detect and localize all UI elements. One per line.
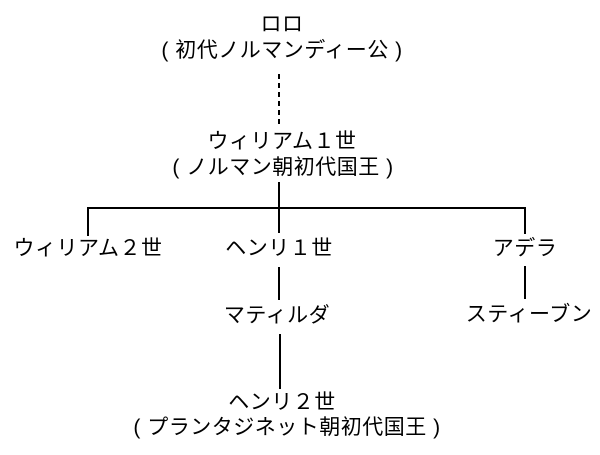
edge-william1-adela-line — [524, 207, 526, 234]
edge-rollo-william1-dashed-line — [278, 74, 280, 128]
edge-henry1-matilda-line — [278, 267, 280, 300]
node-adela-name: アデラ — [492, 237, 558, 260]
edge-matilda-henry2-line — [279, 334, 281, 389]
node-henry2-subtitle: ( プランタジネット朝初代国王 ) — [133, 416, 441, 439]
node-william1-subtitle: ( ノルマン朝初代国王 ) — [172, 156, 394, 179]
node-rollo-name: ロロ — [260, 13, 304, 36]
edge-william1-william2-line — [87, 207, 89, 236]
node-matilda-name: マティルダ — [223, 304, 331, 327]
node-stephen-name: スティーブン — [465, 303, 593, 326]
node-henry2-name: ヘンリ２世 — [228, 391, 336, 414]
node-william1-name: ウィリアム１世 — [207, 130, 357, 153]
node-william2-name: ウィリアム２世 — [13, 237, 163, 260]
edge-adela-stephen-line — [524, 266, 526, 299]
sibling-bar-line — [87, 207, 526, 209]
node-henry1-name: ヘンリ１世 — [225, 237, 333, 260]
node-rollo-subtitle: ( 初代ノルマンディー公 ) — [161, 39, 403, 62]
